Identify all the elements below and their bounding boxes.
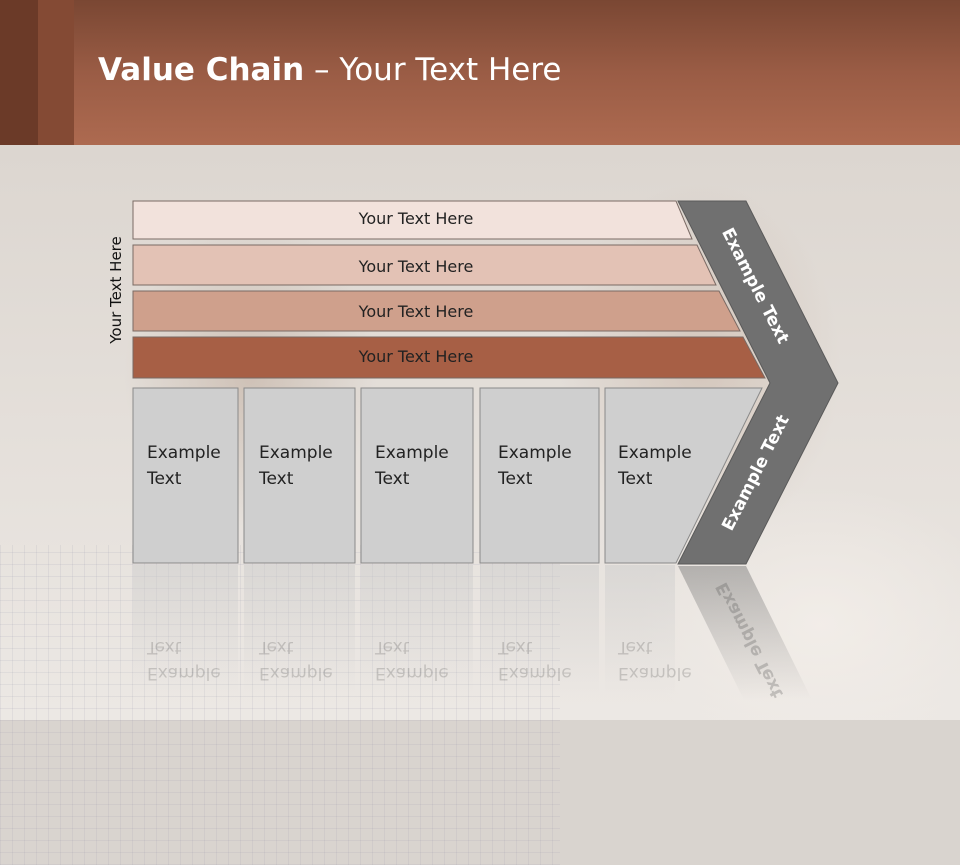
column-reflection bbox=[133, 565, 238, 695]
column-reflection bbox=[244, 565, 355, 695]
activity-column-5[interactable] bbox=[604, 387, 763, 564]
header-accent-strip bbox=[38, 0, 74, 145]
activity-column-2[interactable] bbox=[243, 387, 356, 564]
activity-column-1[interactable] bbox=[132, 387, 239, 564]
chevron-reflection bbox=[678, 566, 812, 700]
activity-column-3[interactable] bbox=[360, 387, 474, 564]
column-label-line: Example bbox=[147, 443, 221, 463]
value-chain-diagram bbox=[132, 200, 839, 700]
column-label-line: Example bbox=[259, 443, 333, 463]
column-reflection bbox=[605, 565, 675, 695]
chain-bar-2[interactable] bbox=[132, 244, 717, 286]
bar-label-1: Your Text Here bbox=[358, 209, 474, 228]
column-label-line: Example bbox=[375, 443, 449, 463]
slide-title: Value Chain – Your Text Here bbox=[98, 52, 561, 88]
column-label-line: Text bbox=[259, 469, 294, 489]
column-label-line: Example bbox=[498, 443, 572, 463]
chain-bar-3[interactable] bbox=[132, 290, 741, 332]
bar-label-2: Your Text Here bbox=[358, 257, 474, 276]
column-label-line: Text bbox=[618, 469, 653, 489]
title-bold: Value Chain bbox=[98, 52, 305, 88]
column-label-line: Text bbox=[147, 469, 182, 489]
header-accent-strip bbox=[0, 0, 38, 145]
column-label-line: Text bbox=[498, 469, 533, 489]
bar-label-3: Your Text Here bbox=[358, 302, 474, 321]
column-reflection bbox=[361, 565, 473, 695]
column-label-line: Text bbox=[375, 469, 410, 489]
title-rest: – Your Text Here bbox=[304, 52, 562, 88]
header-banner: Value Chain – Your Text Here bbox=[0, 0, 960, 145]
column-reflection bbox=[480, 565, 599, 695]
chain-bar-4[interactable] bbox=[132, 336, 766, 379]
activity-column-4[interactable] bbox=[479, 387, 600, 564]
bar-label-4: Your Text Here bbox=[358, 347, 474, 366]
chain-bar-1[interactable] bbox=[132, 200, 693, 240]
margin-chevron[interactable] bbox=[677, 200, 839, 565]
column-label-line: Example bbox=[618, 443, 692, 463]
